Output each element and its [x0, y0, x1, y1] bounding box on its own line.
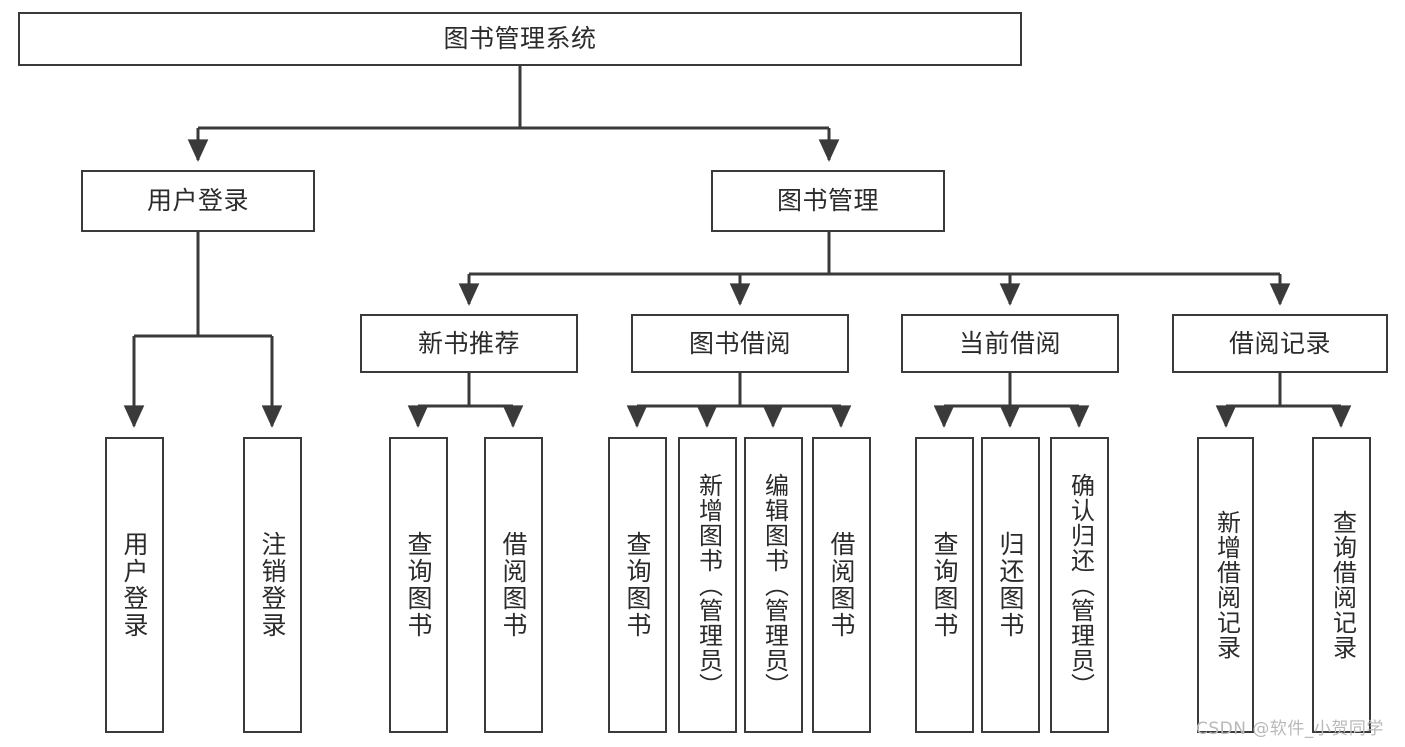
- node-label: 查询图书: [404, 531, 433, 639]
- node-label: 用户登录: [146, 186, 249, 216]
- node-label: 用户登录: [120, 531, 149, 639]
- node-label: 查询图书: [623, 531, 652, 639]
- leaf-borrow-book-recommend[interactable]: 借阅图书: [484, 437, 543, 733]
- leaf-query-borrow-record[interactable]: 查询借阅记录: [1312, 437, 1371, 733]
- node-label: 借阅记录: [1228, 328, 1331, 358]
- node-label: 借阅图书: [499, 531, 528, 639]
- node-label: 归还图书: [996, 531, 1025, 639]
- node-borrow-record[interactable]: 借阅记录: [1172, 314, 1388, 373]
- node-label: 编辑图书（管理员）: [760, 472, 789, 698]
- node-label: 查询图书: [930, 531, 959, 639]
- node-label: 图书管理系统: [443, 24, 597, 54]
- leaf-add-borrow-record[interactable]: 新增借阅记录: [1197, 437, 1254, 733]
- node-label: 图书管理: [776, 186, 879, 216]
- node-label: 新书推荐: [417, 328, 520, 358]
- node-label: 新增借阅记录: [1212, 510, 1241, 660]
- leaf-query-book-borrow[interactable]: 查询图书: [608, 437, 667, 733]
- node-label: 当前借阅: [958, 328, 1061, 358]
- leaf-query-book-current[interactable]: 查询图书: [915, 437, 974, 733]
- node-label: 确认归还（管理员）: [1066, 472, 1095, 698]
- leaf-borrow-book[interactable]: 借阅图书: [812, 437, 871, 733]
- node-label: 图书借阅: [688, 328, 791, 358]
- node-user-login[interactable]: 用户登录: [81, 170, 315, 232]
- node-current-borrow[interactable]: 当前借阅: [901, 314, 1119, 373]
- leaf-confirm-return[interactable]: 确认归还（管理员）: [1050, 437, 1109, 733]
- leaf-return-book[interactable]: 归还图书: [981, 437, 1040, 733]
- node-label: 注销登录: [258, 531, 287, 639]
- node-new-book-recommend[interactable]: 新书推荐: [360, 314, 578, 373]
- node-book-borrow[interactable]: 图书借阅: [631, 314, 849, 373]
- node-label: 新增图书（管理员）: [694, 472, 723, 698]
- leaf-add-book[interactable]: 新增图书（管理员）: [678, 437, 737, 733]
- node-book-manage[interactable]: 图书管理: [711, 170, 945, 232]
- node-root-system[interactable]: 图书管理系统: [18, 12, 1022, 66]
- csdn-watermark: CSDN @软件_小贺同学: [1196, 719, 1384, 739]
- node-label: 借阅图书: [827, 531, 856, 639]
- node-label: 查询借阅记录: [1328, 510, 1357, 660]
- leaf-edit-book[interactable]: 编辑图书（管理员）: [744, 437, 803, 733]
- leaf-user-login[interactable]: 用户登录: [105, 437, 164, 733]
- leaf-logout-login[interactable]: 注销登录: [243, 437, 302, 733]
- leaf-query-book-recommend[interactable]: 查询图书: [389, 437, 448, 733]
